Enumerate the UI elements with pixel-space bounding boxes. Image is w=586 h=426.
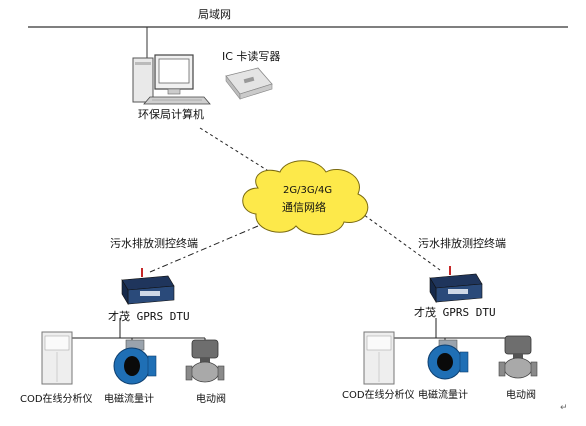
card-reader-icon [225,67,273,100]
flowmeter-icon-right [427,339,469,380]
device-label-flowmeter-right: 电磁流量计 [418,390,468,401]
cod-analyzer-icon-left [41,331,73,385]
dtu-device-left [121,268,175,306]
cloud-label-line2: 通信网络 [282,201,326,214]
cloud-label-line1: 2G/3G/4G [283,185,333,196]
dtu-device-right [429,266,483,304]
link-cloud-terminal-right [359,211,441,271]
lan-label: 局域网 [198,8,231,21]
terminal-title-right: 污水排放测控终端 [418,237,506,250]
paragraph-mark: ↵ [560,403,568,413]
cloud-icon [242,160,369,236]
card-reader-label: IC 卡读写器 [222,50,281,63]
terminal-title-left: 污水排放测控终端 [110,237,198,250]
dtu-label-left: 才茂 GPRS DTU [108,310,190,323]
link-cloud-terminal-left [149,225,259,273]
computer-icon [132,54,211,105]
cod-analyzer-icon-right [363,331,395,385]
device-label-valve-right: 电动阀 [506,390,536,401]
device-label-cod-right: COD在线分析仪 [342,390,415,401]
computer-label: 环保局计算机 [138,108,204,121]
flowmeter-icon-left [113,339,157,385]
device-label-valve-left: 电动阀 [196,394,226,405]
electric-valve-icon-left [185,339,225,383]
device-label-flowmeter-left: 电磁流量计 [104,394,154,405]
dtu-label-right: 才茂 GPRS DTU [414,306,496,319]
device-label-cod-left: COD在线分析仪 [20,394,93,405]
electric-valve-icon-right [498,335,538,379]
link-computer-cloud [199,127,271,173]
